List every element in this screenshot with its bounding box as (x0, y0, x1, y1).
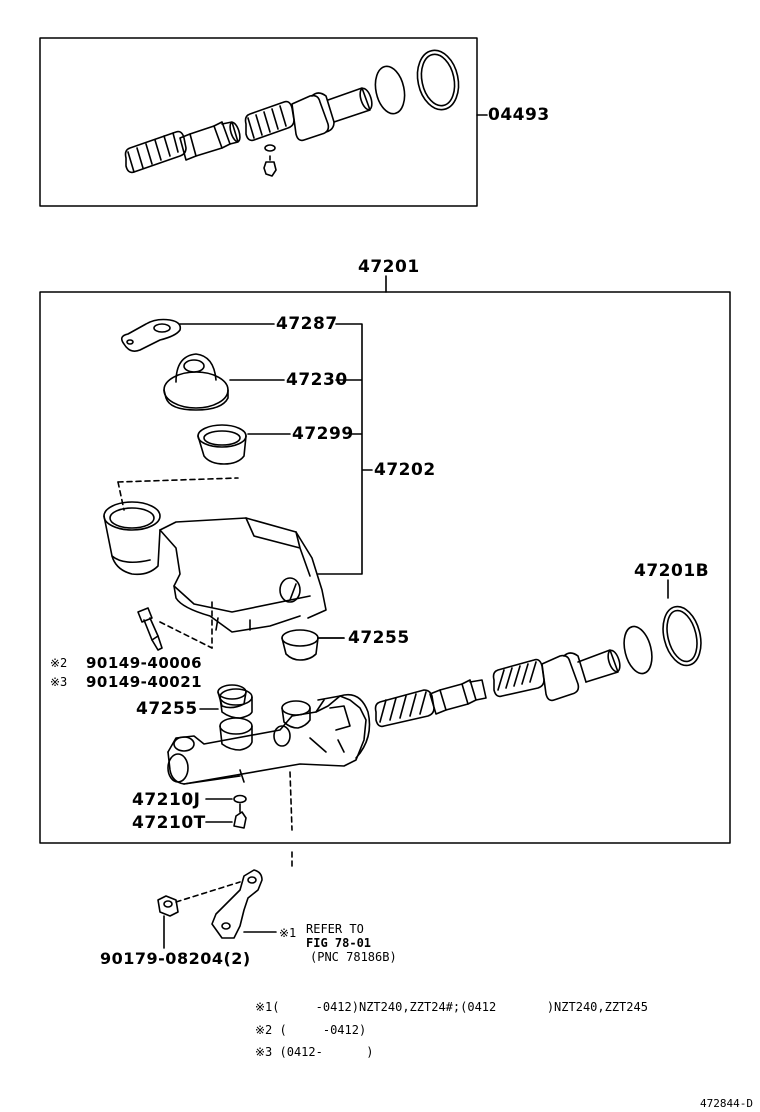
strainer-47299 (197, 424, 291, 465)
nut-90179 (157, 895, 179, 949)
mark-2: ※2 (50, 656, 68, 670)
bolt-90149 (137, 601, 213, 651)
part-label-04493: 04493 (488, 105, 550, 125)
part-label-47255-right: 47255 (348, 628, 410, 648)
part-label-90149-40006: 90149-40006 (86, 654, 203, 672)
o-ring-47201B (623, 579, 702, 675)
reservoir-bracket-lines (317, 323, 373, 575)
mark-1: ※1 (279, 926, 297, 940)
refer-line-3: (PNC 78186B) (310, 950, 397, 964)
gasket-47287 (120, 318, 275, 352)
cylinder-internals (374, 649, 621, 728)
kit-piston-large (291, 87, 373, 142)
part-label-47201B: 47201B (634, 561, 710, 581)
footnote-3: ※3 (0412- ) (255, 1045, 374, 1059)
reservoir-47202 (103, 477, 327, 633)
assy-47201-frame (39, 291, 731, 844)
figure-id: 472844-D (700, 1097, 753, 1110)
part-label-47201: 47201 (358, 257, 420, 277)
refer-line-1: REFER TO (306, 922, 364, 936)
part-label-47202: 47202 (374, 460, 436, 480)
footnote-2: ※2 ( -0412) (255, 1023, 367, 1037)
kit-spring-left (124, 130, 187, 174)
part-label-47287: 47287 (276, 314, 338, 334)
kit-o-ring-large (416, 49, 460, 111)
grommet-47255-right (281, 629, 345, 661)
master-cylinder-body (167, 684, 371, 831)
mark-3: ※3 (50, 675, 68, 689)
kit-04493-frame (39, 37, 478, 207)
part-label-47210T: 47210T (132, 813, 206, 833)
kit-spring-right (244, 100, 295, 142)
part-label-47299: 47299 (292, 424, 354, 444)
footnote-1: ※1( -0412)NZT240,ZZT24#;(0412 )NZT240,ZZ… (255, 1000, 648, 1014)
kit-stopper-bolt (263, 144, 277, 177)
kit-o-ring-small (374, 65, 406, 115)
washer-47210J (205, 794, 247, 804)
refer-line-2: FIG 78-01 (306, 936, 372, 950)
part-label-47255-left: 47255 (136, 699, 198, 719)
part-label-90149-40021: 90149-40021 (86, 673, 203, 691)
kit-piston-small (179, 121, 241, 161)
part-label-90179-08204: 90179-08204(2) (100, 949, 251, 968)
cap-47230 (163, 353, 285, 411)
part-label-47230: 47230 (286, 370, 348, 390)
part-label-47210J: 47210J (132, 790, 201, 810)
bracket-78186B (175, 851, 293, 939)
bolt-47210T (205, 803, 247, 829)
